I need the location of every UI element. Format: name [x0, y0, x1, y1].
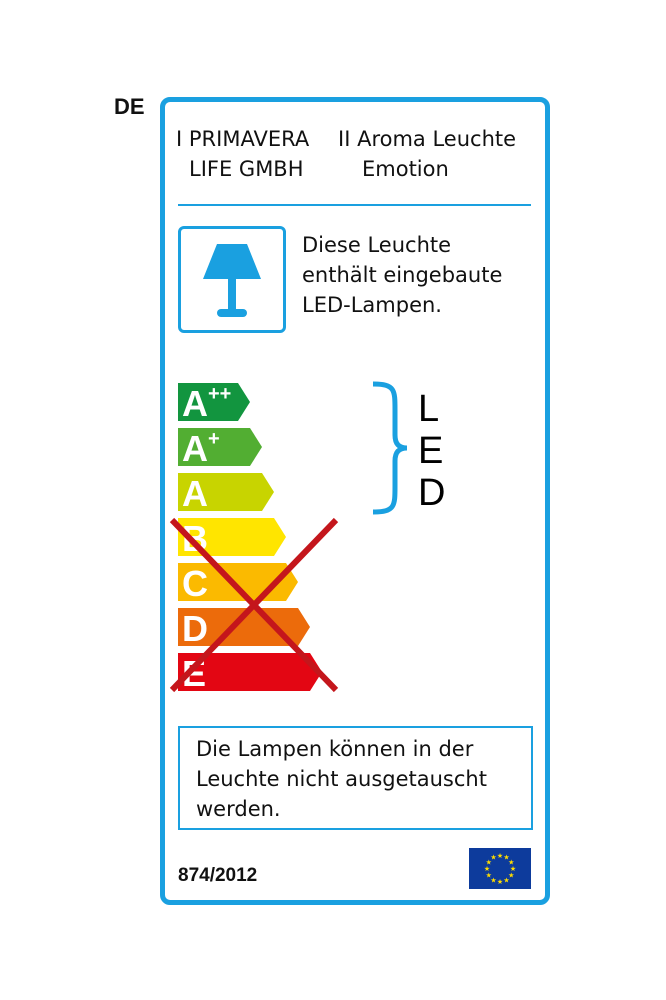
- info-line: Diese Leuchte: [302, 233, 452, 257]
- model-line2: Emotion: [362, 157, 449, 181]
- energy-class-label: D: [182, 608, 208, 649]
- star-icon: ★: [486, 872, 492, 880]
- led-letter: D: [418, 472, 446, 514]
- led-letter: E: [418, 430, 444, 472]
- star-icon: ★: [508, 872, 514, 880]
- supplier-line2: LIFE GMBH: [189, 157, 304, 181]
- star-icon: ★: [497, 878, 503, 886]
- energy-class-label: A: [182, 473, 208, 514]
- energy-class-arrow: [178, 473, 274, 511]
- notice-line: Die Lampen können in der: [196, 737, 474, 761]
- star-icon: ★: [503, 876, 509, 884]
- star-icon: ★: [484, 865, 490, 873]
- model-line1: Aroma Leuchte: [357, 127, 517, 151]
- star-icon: ★: [490, 854, 496, 862]
- cross-out-line: [169, 517, 339, 693]
- brace-icon: [372, 381, 408, 515]
- energy-class-arrow: [178, 653, 322, 691]
- info-text: Diese Leuchte enthält eingebaute LED-Lam…: [302, 230, 502, 320]
- table-lamp-icon: [178, 226, 286, 333]
- info-line: LED-Lampen.: [302, 293, 442, 317]
- info-line: enthält eingebaute: [302, 263, 503, 287]
- supplier-line1: PRIMAVERA: [188, 127, 310, 151]
- energy-class-arrow: [178, 428, 262, 466]
- star-icon: ★: [497, 852, 503, 860]
- model-name: II Aroma Leuchte Emotion: [338, 124, 516, 184]
- star-icon: ★: [486, 859, 492, 867]
- led-label: L E D: [418, 388, 445, 514]
- energy-class-arrow: [178, 383, 250, 421]
- energy-class-arrow: [178, 518, 286, 556]
- label-frame: [160, 97, 550, 905]
- led-letter: L: [418, 388, 440, 430]
- supplier-name: I PRIMAVERA LIFE GMBH: [176, 124, 309, 184]
- divider: [178, 204, 531, 206]
- energy-class-arrow: [178, 608, 310, 646]
- regulation-number: 874/2012: [178, 865, 258, 886]
- star-icon: ★: [490, 876, 496, 884]
- country-code: DE: [114, 94, 145, 119]
- supplier-marker: I: [176, 127, 183, 151]
- model-marker: II: [338, 127, 351, 151]
- star-icon: ★: [503, 854, 509, 862]
- eu-flag-icon: ★★★★★★★★★★★★: [469, 848, 531, 889]
- replaceability-notice: Die Lampen können in der Leuchte nicht a…: [178, 726, 533, 830]
- energy-class-label: C: [182, 563, 208, 604]
- star-icon: ★: [508, 859, 514, 867]
- notice-line: werden.: [196, 797, 281, 821]
- star-icon: ★: [510, 865, 516, 873]
- notice-line: Leuchte nicht ausgetauscht: [196, 767, 487, 791]
